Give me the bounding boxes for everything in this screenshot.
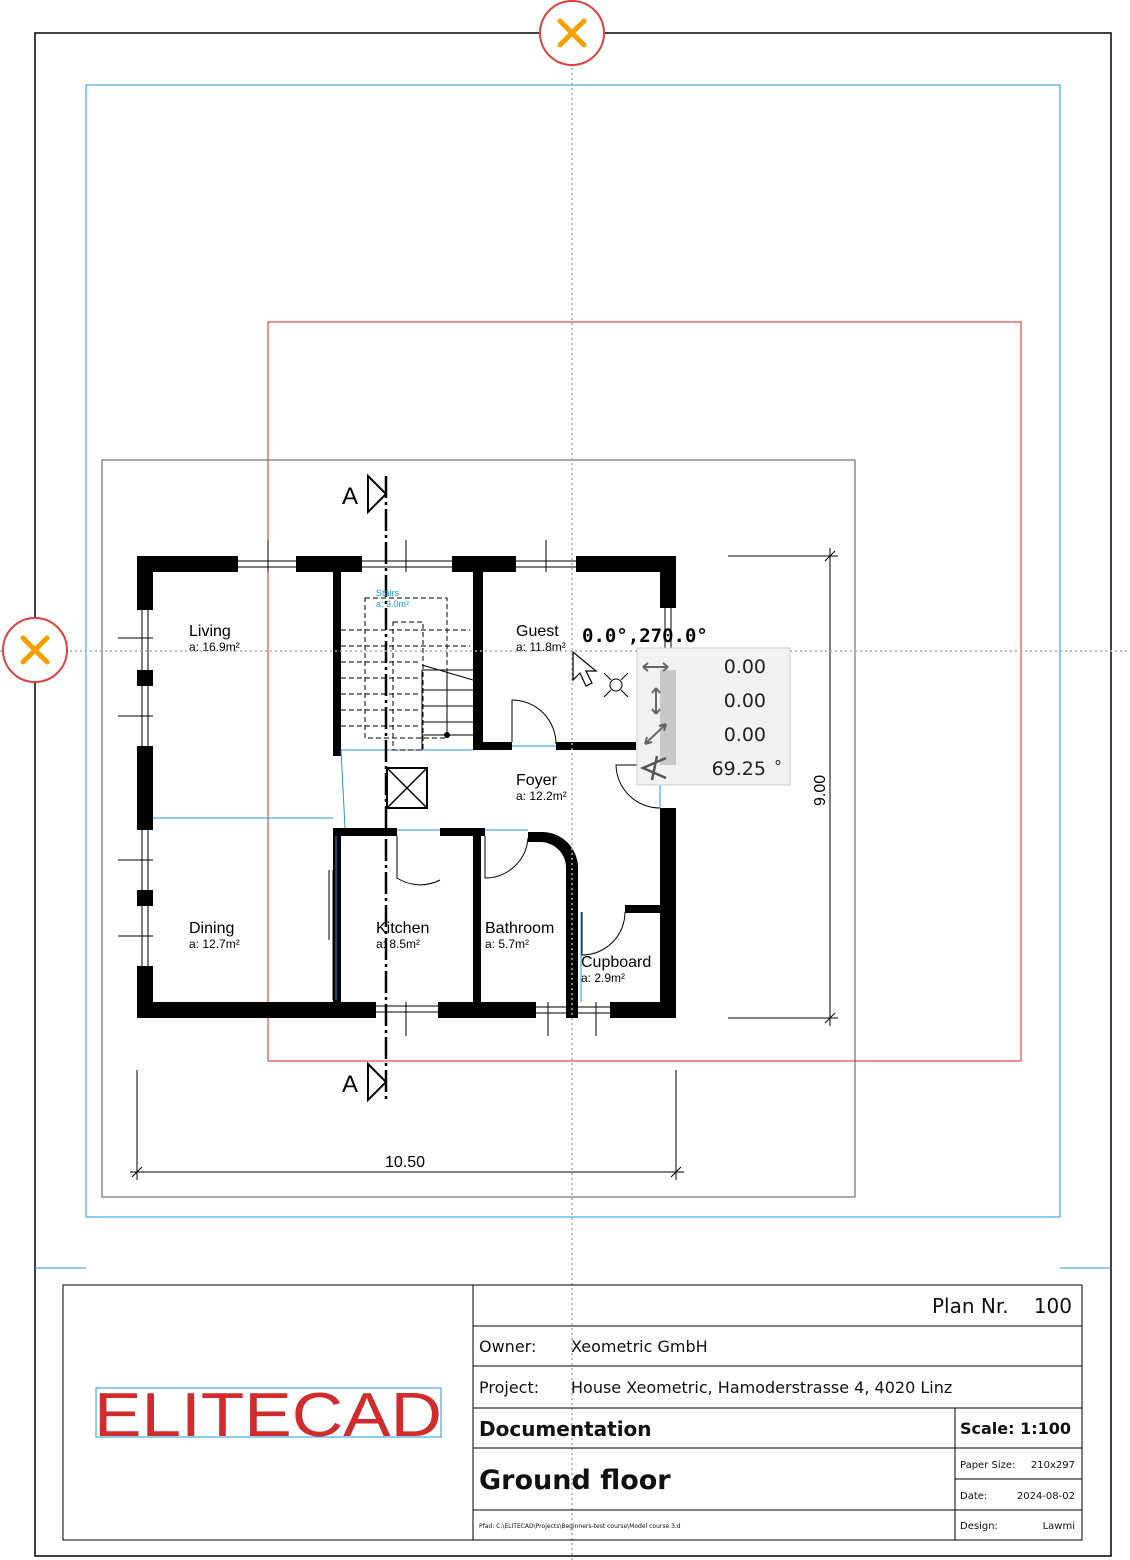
svg-text:Dining: Dining xyxy=(189,920,234,937)
logo: ELITECAD xyxy=(94,1381,442,1450)
drawing-title: Ground floor xyxy=(479,1465,671,1496)
plan-number: 100 xyxy=(1034,1294,1072,1318)
room-boundaries xyxy=(153,745,661,1002)
date-label: Date: xyxy=(960,1491,987,1502)
coord-x-value[interactable]: 0.00 xyxy=(724,656,766,678)
section-label: A xyxy=(342,1071,358,1098)
coordinate-panel[interactable]: 0.00 0.00 0.00 69.25 ° xyxy=(636,647,791,786)
stairs[interactable] xyxy=(341,597,474,809)
owner-label: Owner: xyxy=(479,1337,536,1356)
svg-text:Cupboard: Cupboard xyxy=(581,954,651,971)
dimension-lines[interactable] xyxy=(130,548,838,1180)
snap-point-icon xyxy=(603,672,629,698)
section-line[interactable]: A A xyxy=(342,473,388,1103)
cursor-angle-readout: 0.0°,270.0° xyxy=(582,625,708,647)
svg-text:Foyer: Foyer xyxy=(516,772,558,789)
vertical-arrow-icon xyxy=(651,687,661,715)
project-value: House Xeometric, Hamoderstrasse 4, 4020 … xyxy=(571,1378,952,1397)
plan-frame[interactable] xyxy=(101,459,856,1198)
snap-marker-top[interactable] xyxy=(539,0,605,66)
diagonal-arrow-icon xyxy=(644,723,667,745)
svg-text:a: 9.0m²: a: 9.0m² xyxy=(376,599,409,609)
designer: Lawmi xyxy=(1043,1521,1075,1532)
horizontal-arrow-icon xyxy=(642,662,669,672)
design-label: Design: xyxy=(960,1521,998,1532)
title-block xyxy=(62,1284,1083,1541)
dimension-width: 10.50 xyxy=(385,1154,425,1171)
sheet-frame xyxy=(34,32,1112,1557)
svg-text:a: 5.7m²: a: 5.7m² xyxy=(485,937,529,951)
section-label: A xyxy=(342,483,358,510)
viewport-frame[interactable] xyxy=(267,321,1022,1062)
coord-y-value[interactable]: 0.00 xyxy=(724,690,766,712)
svg-text:a: 11.8m²: a: 11.8m² xyxy=(516,640,566,654)
date: 2024-08-02 xyxy=(1017,1491,1075,1502)
room-labels[interactable]: Living a: 16.9m² Guest a: 11.8m² Foyer a… xyxy=(189,588,651,985)
file-path: Pfad: C:\ELITECAD\Projects\Beginners-tes… xyxy=(479,1523,681,1530)
owner-value: Xeometric GmbH xyxy=(571,1337,708,1356)
svg-text:a: 16.9m²: a: 16.9m² xyxy=(189,640,240,654)
documentation-heading: Documentation xyxy=(479,1417,652,1441)
svg-text:a: 12.2m²: a: 12.2m² xyxy=(516,789,567,803)
svg-text:Bathroom: Bathroom xyxy=(485,920,554,937)
svg-text:a: 8.5m²: a: 8.5m² xyxy=(376,937,420,951)
svg-text:a: 2.9m²: a: 2.9m² xyxy=(581,971,625,985)
svg-text:Living: Living xyxy=(189,623,231,640)
paper-size-label: Paper Size: xyxy=(960,1460,1015,1471)
cursor-arrow-icon xyxy=(572,650,598,687)
coord-angle-value[interactable]: 69.25 xyxy=(712,758,766,780)
svg-text:Stairs: Stairs xyxy=(376,588,400,598)
angle-icon xyxy=(639,755,667,781)
walls[interactable] xyxy=(137,556,676,1018)
svg-text:Guest: Guest xyxy=(516,623,559,640)
scale: Scale: 1:100 xyxy=(960,1419,1071,1438)
project-label: Project: xyxy=(479,1378,539,1397)
coord-distance-value[interactable]: 0.00 xyxy=(724,724,766,746)
doors[interactable] xyxy=(328,699,661,1000)
svg-text:Kitchen: Kitchen xyxy=(376,920,429,937)
paper-size: 210x297 xyxy=(1031,1460,1075,1471)
angle-unit: ° xyxy=(774,757,782,776)
dimension-height: 9.00 xyxy=(812,775,829,806)
svg-text:ELITECAD: ELITECAD xyxy=(94,1381,442,1450)
snap-marker-left[interactable] xyxy=(2,617,68,683)
plan-number-label: Plan Nr. xyxy=(932,1294,1009,1318)
svg-text:a: 12.7m²: a: 12.7m² xyxy=(189,937,240,951)
windows xyxy=(118,540,672,1036)
